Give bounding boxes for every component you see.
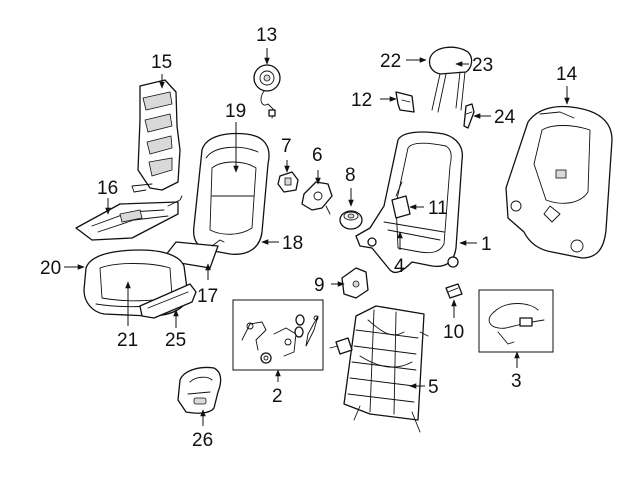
part-14-back-panel <box>505 105 613 259</box>
callout-9: 9 <box>314 275 325 296</box>
callout-3: 3 <box>511 371 522 392</box>
callout-21: 21 <box>117 330 138 351</box>
callout-20: 20 <box>40 258 61 279</box>
part-3-cable <box>478 289 554 353</box>
callout-16: 16 <box>97 178 118 199</box>
callout-22: 22 <box>380 51 401 72</box>
part-2-hardware-kit <box>232 299 324 371</box>
callout-7: 7 <box>281 136 292 157</box>
leader-lines <box>64 48 570 426</box>
part-6-bracket <box>301 181 333 215</box>
part-11-recliner-lever <box>391 181 411 219</box>
callout-17: 17 <box>197 286 218 307</box>
callout-15: 15 <box>151 52 172 73</box>
callout-12: 12 <box>351 90 372 111</box>
callout-24: 24 <box>494 107 516 128</box>
callout-11: 11 <box>428 198 448 219</box>
part-10-clip <box>445 283 463 299</box>
callout-23: 23 <box>472 55 493 76</box>
part-26-seat-switch <box>177 366 222 414</box>
part-1-backrest-frame <box>355 131 464 274</box>
callout-8: 8 <box>345 165 356 186</box>
part-15-backrest-heater <box>131 79 181 193</box>
part-19-backrest-cover <box>192 132 270 255</box>
part-9-trim-cap <box>341 267 369 299</box>
part-13-motor <box>253 64 281 119</box>
callout-25: 25 <box>165 330 186 351</box>
callout-labels: 1 2 3 4 5 6 7 8 9 10 11 12 13 14 15 16 1… <box>40 25 578 451</box>
callout-10: 10 <box>443 322 464 343</box>
callout-14: 14 <box>556 64 578 85</box>
part-12-bracket <box>395 91 415 113</box>
callout-1: 1 <box>481 234 492 255</box>
part-5-lumbar-support <box>329 305 429 433</box>
part-16-cushion-heater <box>75 195 183 241</box>
part-24-headrest-guide <box>463 103 475 129</box>
callout-4: 4 <box>394 256 405 277</box>
callout-2: 2 <box>272 386 283 407</box>
callout-26: 26 <box>192 430 213 451</box>
callout-5: 5 <box>428 377 439 398</box>
part-22-23-headrest <box>428 46 473 113</box>
callout-18: 18 <box>282 233 303 254</box>
callout-19: 19 <box>225 101 246 122</box>
part-25-cushion-side-trim <box>139 283 197 319</box>
part-8-knob <box>339 210 363 230</box>
part-7-clip <box>277 171 299 193</box>
callout-13: 13 <box>256 25 277 46</box>
callout-6: 6 <box>312 145 323 166</box>
